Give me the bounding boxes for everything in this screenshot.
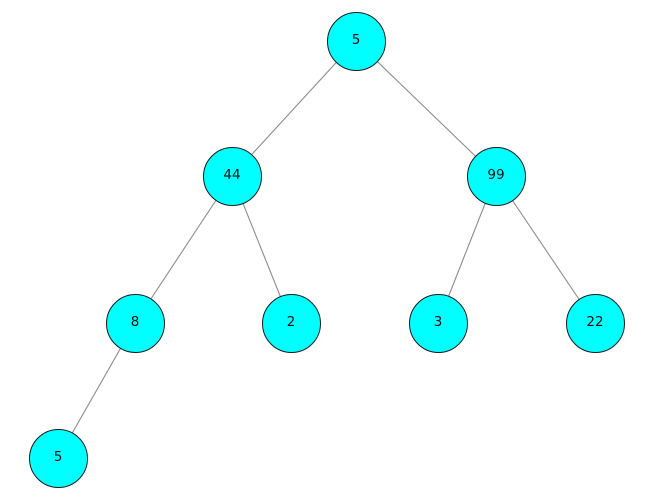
tree-edge bbox=[231, 40, 357, 177]
tree-node[interactable]: 22 bbox=[565, 293, 625, 353]
tree-node[interactable]: 8 bbox=[105, 293, 165, 353]
tree-node-label: 22 bbox=[586, 314, 604, 331]
tree-node-label: 8 bbox=[130, 314, 140, 331]
tree-node-label: 44 bbox=[223, 167, 241, 184]
tree-node[interactable]: 44 bbox=[202, 146, 262, 206]
tree-node-label: 99 bbox=[487, 167, 505, 184]
tree-edge bbox=[355, 40, 497, 177]
tree-node[interactable]: 2 bbox=[261, 293, 321, 353]
tree-node-label: 3 bbox=[433, 314, 443, 331]
tree-node-label: 2 bbox=[286, 314, 296, 331]
tree-node[interactable]: 3 bbox=[408, 293, 468, 353]
tree-node[interactable]: 5 bbox=[326, 11, 386, 71]
tree-node-label: 5 bbox=[53, 449, 63, 466]
tree-node[interactable]: 99 bbox=[466, 146, 526, 206]
tree-node-label: 5 bbox=[351, 32, 361, 49]
tree-node[interactable]: 5 bbox=[28, 428, 88, 488]
